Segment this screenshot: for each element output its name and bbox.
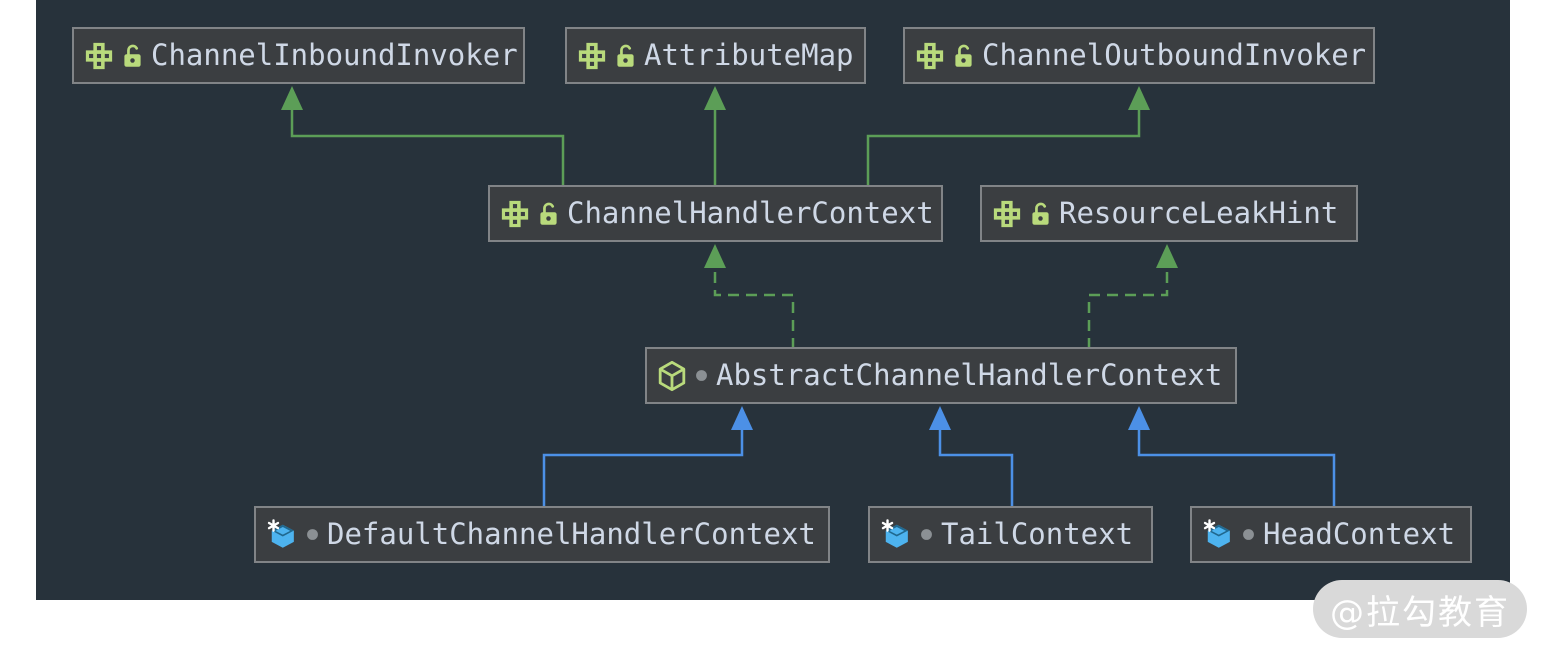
class-node-AbstractChannelHandlerContext[interactable]: AbstractChannelHandlerContext bbox=[645, 347, 1237, 404]
watermark-text: @拉勾教育 bbox=[1330, 592, 1510, 633]
interface-icon bbox=[577, 41, 607, 71]
interface-icon bbox=[992, 199, 1022, 229]
interface-icon bbox=[84, 41, 114, 71]
class-name-label: DefaultChannelHandlerContext bbox=[327, 517, 816, 551]
class-name-label: AttributeMap bbox=[644, 38, 854, 72]
class-name-label: ChannelInboundInvoker bbox=[151, 38, 518, 72]
lock-icon bbox=[953, 43, 974, 69]
class-node-AttributeMap[interactable]: AttributeMap bbox=[565, 27, 866, 84]
abstract-class-icon bbox=[657, 360, 687, 392]
package-dot-icon bbox=[920, 528, 933, 541]
lock-icon bbox=[615, 43, 636, 69]
class-name-label: ResourceLeakHint bbox=[1059, 196, 1339, 230]
watermark-badge: @拉勾教育 bbox=[1313, 580, 1527, 638]
package-dot-icon bbox=[306, 528, 319, 541]
package-dot-icon bbox=[1242, 528, 1255, 541]
interface-icon bbox=[500, 199, 530, 229]
class-node-ChannelHandlerContext[interactable]: ChannelHandlerContext bbox=[488, 185, 943, 242]
lock-icon bbox=[538, 201, 559, 227]
final-class-icon bbox=[266, 518, 298, 551]
class-name-label: TailContext bbox=[941, 517, 1134, 551]
package-dot-icon bbox=[695, 369, 708, 382]
class-node-ResourceLeakHint[interactable]: ResourceLeakHint bbox=[980, 185, 1358, 242]
interface-icon bbox=[915, 41, 945, 71]
final-class-icon bbox=[880, 518, 912, 551]
class-name-label: AbstractChannelHandlerContext bbox=[716, 358, 1223, 392]
class-node-TailContext[interactable]: TailContext bbox=[868, 506, 1153, 563]
class-node-ChannelOutboundInvoker[interactable]: ChannelOutboundInvoker bbox=[903, 27, 1375, 84]
class-name-label: HeadContext bbox=[1263, 517, 1456, 551]
lock-icon bbox=[1030, 201, 1051, 227]
lock-icon bbox=[122, 43, 143, 69]
class-node-HeadContext[interactable]: HeadContext bbox=[1190, 506, 1472, 563]
class-name-label: ChannelOutboundInvoker bbox=[982, 38, 1367, 72]
class-name-label: ChannelHandlerContext bbox=[567, 196, 934, 230]
final-class-icon bbox=[1202, 518, 1234, 551]
class-node-ChannelInboundInvoker[interactable]: ChannelInboundInvoker bbox=[72, 27, 525, 84]
class-node-DefaultChannelHandlerContext[interactable]: DefaultChannelHandlerContext bbox=[254, 506, 830, 563]
